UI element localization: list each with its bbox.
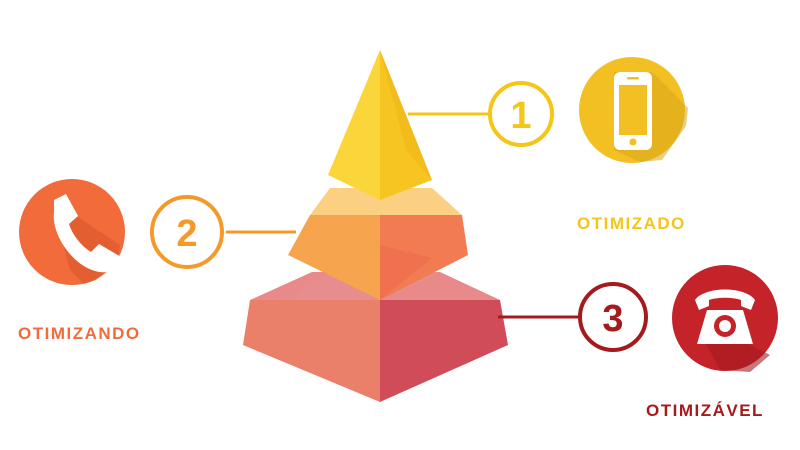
rotary-telephone-icon	[672, 265, 778, 372]
phone-handset-icon	[19, 179, 125, 285]
number-2: 2	[176, 213, 197, 255]
smartphone-icon	[579, 57, 688, 163]
pyramid-layer-middle	[288, 188, 468, 300]
number-badge-1: 1	[488, 81, 554, 147]
number-3: 3	[602, 298, 623, 340]
number-badge-3: 3	[578, 282, 648, 352]
level-label-1: OTIMIZADO	[577, 214, 686, 233]
number-badge-2: 2	[150, 195, 224, 269]
level-label-3: OTIMIZÁVEL	[646, 401, 764, 420]
number-1: 1	[510, 95, 531, 137]
level-label-2: OTIMIZANDO	[18, 324, 141, 343]
pyramid-layer-top	[328, 50, 432, 200]
